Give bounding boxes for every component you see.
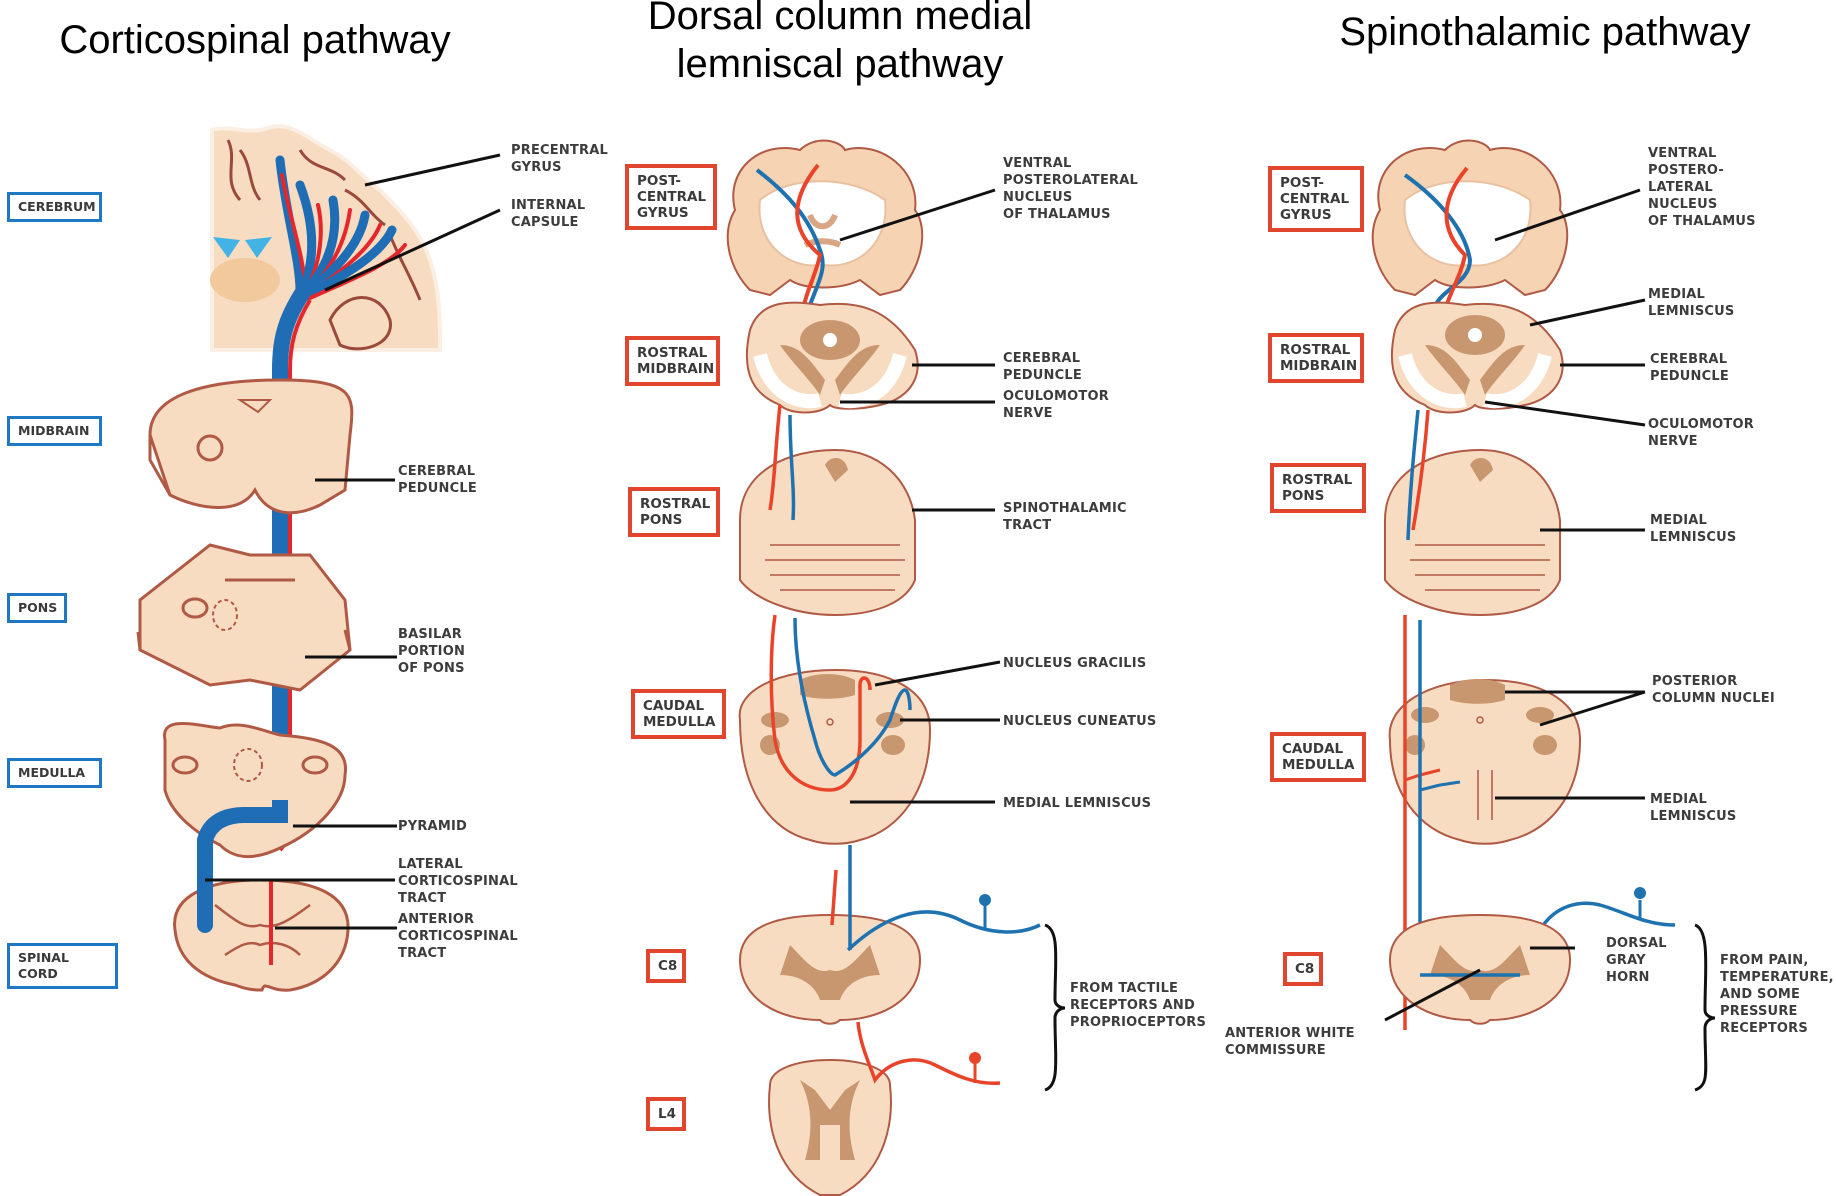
level-label-caudal-medulla: CAUDAL MEDULLA <box>1270 732 1366 782</box>
annotation-medial-lemniscus-pons: MEDIAL LEMNISCUS <box>1650 513 1737 545</box>
level-label-caudal-medulla: CAUDAL MEDULLA <box>631 689 726 739</box>
pons-section <box>136 543 352 692</box>
level-label-rostral-pons: ROSTRAL PONS <box>628 487 720 537</box>
coronal-brain-section <box>726 139 924 297</box>
level-label-c8: C8 <box>646 949 686 983</box>
annotation-dorsal-gray-horn: DORSAL GRAY HORN <box>1606 936 1667 985</box>
annotation-medial-lemniscus-medulla: MEDIAL LEMNISCUS <box>1650 792 1737 824</box>
annotation-nucleus-gracilis: NUCLEUS GRACILIS <box>1003 656 1147 671</box>
level-label-postcentral-gyrus: POST- CENTRAL GYRUS <box>625 164 717 230</box>
level-label-pons: PONS <box>7 593 67 623</box>
annotation-cerebral-peduncle: CEREBRAL PEDUNCLE <box>1650 352 1729 384</box>
panel-title-dorsal-column: Dorsal column medial lemniscal pathway <box>647 0 1033 86</box>
corticospinal-illustration <box>136 124 501 992</box>
annotation-nucleus-cuneatus: NUCLEUS CUNEATUS <box>1003 714 1157 729</box>
annotation-tactile-proprioceptor-receptors: FROM TACTILE RECEPTORS AND PROPRIOCEPTOR… <box>1070 981 1207 1030</box>
midbrain-section <box>148 378 354 515</box>
annotation-cerebral-peduncle: CEREBRAL PEDUNCLE <box>398 464 477 496</box>
annotation-cerebral-peduncle: CEREBRAL PEDUNCLE <box>1003 351 1082 383</box>
annotation-posterior-column-nuclei: POSTERIOR COLUMN NUCLEI <box>1652 674 1775 706</box>
level-label-l4: L4 <box>646 1097 686 1131</box>
annotation-medial-lemniscus: MEDIAL LEMNISCUS <box>1003 796 1152 811</box>
level-label-cerebrum: CEREBRUM <box>7 192 102 222</box>
level-label-medulla: MEDULLA <box>7 758 102 788</box>
dorsal-column-illustration <box>726 139 1066 1196</box>
level-label-midbrain: MIDBRAIN <box>7 416 102 446</box>
spinothalamic-illustration <box>1371 139 1716 1092</box>
annotation-pyramid: PYRAMID <box>398 819 467 834</box>
annotation-ventral-posterolateral-nucleus: VENTRAL POSTEROLATERAL NUCLEUS OF THALAM… <box>1003 156 1138 222</box>
panel-title-corticospinal: Corticospinal pathway <box>59 18 451 62</box>
caudal-medulla-section <box>738 668 932 845</box>
l4-spinal-section <box>768 1058 892 1196</box>
c8-spinal-section <box>1388 913 1572 1025</box>
rostral-pons-section <box>1384 448 1561 617</box>
rostral-pons-section <box>739 448 916 617</box>
annotation-basilar-portion-of-pons: BASILAR PORTION OF PONS <box>398 627 466 676</box>
annotation-anterior-corticospinal-tract: ANTERIOR CORTICOSPINAL TRACT <box>398 912 518 961</box>
annotation-oculomotor-nerve: OCULOMOTOR NERVE <box>1648 417 1754 449</box>
annotation-spinothalamic-tract: SPINOTHALAMIC TRACT <box>1003 501 1127 533</box>
level-label-rostral-midbrain: ROSTRAL MIDBRAIN <box>625 336 720 386</box>
rostral-midbrain-section <box>1390 301 1564 414</box>
spinal-cord-section <box>173 878 350 992</box>
annotation-internal-capsule: INTERNAL CAPSULE <box>511 198 586 230</box>
rostral-midbrain-section <box>745 301 919 414</box>
caudal-medulla-section <box>1388 678 1582 845</box>
level-label-rostral-pons: ROSTRAL PONS <box>1270 463 1366 513</box>
annotation-lateral-corticospinal-tract: LATERAL CORTICOSPINAL TRACT <box>398 857 518 906</box>
level-label-postcentral-gyrus: POST- CENTRAL GYRUS <box>1268 166 1364 232</box>
annotation-precentral-gyrus: PRECENTRAL GYRUS <box>511 143 608 175</box>
annotation-anterior-white-commissure: ANTERIOR WHITE COMMISSURE <box>1225 1026 1355 1058</box>
coronal-brain-section <box>1371 139 1569 297</box>
medulla-section <box>163 722 348 859</box>
level-label-rostral-midbrain: ROSTRAL MIDBRAIN <box>1268 333 1364 383</box>
level-label-c8: C8 <box>1283 952 1323 986</box>
annotation-medial-lemniscus-midbrain: MEDIAL LEMNISCUS <box>1648 287 1735 319</box>
cerebrum-section <box>210 124 443 352</box>
panel-title-spinothalamic: Spinothalamic pathway <box>1339 10 1751 54</box>
annotation-pain-temperature-receptors: FROM PAIN, TEMPERATURE, AND SOME PRESSUR… <box>1720 953 1834 1036</box>
c8-spinal-section <box>738 913 922 1025</box>
annotation-oculomotor-nerve: OCULOMOTOR NERVE <box>1003 389 1109 421</box>
annotation-ventral-posterolateral-nucleus: VENTRAL POSTERO- LATERAL NUCLEUS OF THAL… <box>1648 146 1756 229</box>
level-label-spinal-cord: SPINAL CORD <box>7 943 118 989</box>
